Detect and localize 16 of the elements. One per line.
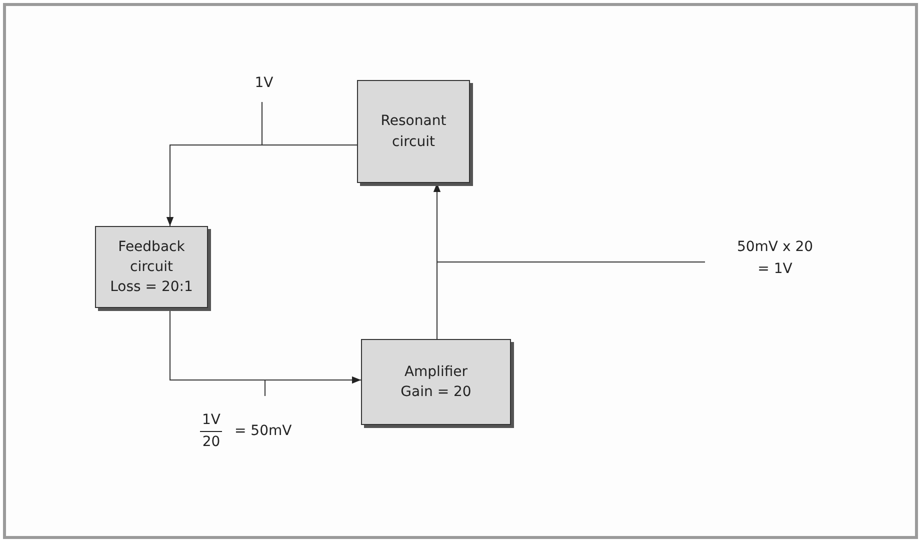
- box-label: Loss = 20:1: [110, 278, 193, 298]
- process-box: [95, 226, 208, 308]
- annotation-text: 1V: [254, 74, 274, 93]
- leader-line: [264, 380, 266, 396]
- annotation-text: = 50mV: [234, 423, 292, 439]
- annotation-text: 50mV x 20: [736, 238, 814, 257]
- box-label: Gain = 20: [400, 383, 472, 402]
- process-box: [361, 339, 511, 425]
- fraction-numerator: 1V: [200, 410, 222, 432]
- process-box: [357, 80, 470, 183]
- box-label: Resonant circuit: [380, 112, 448, 152]
- annotation-text: = 1V: [756, 260, 794, 280]
- box-label: Feedback circuit: [117, 238, 186, 277]
- arrow: [166, 144, 358, 226]
- box-label: Amplifier: [404, 362, 468, 382]
- fraction-denominator: 20: [202, 432, 220, 452]
